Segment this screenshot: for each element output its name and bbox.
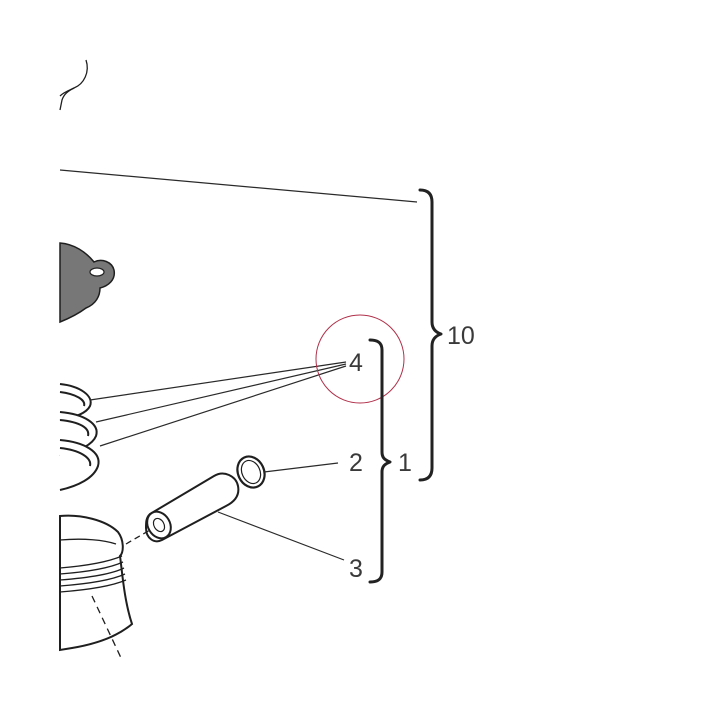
piston [59, 514, 134, 652]
piston-rings [59, 383, 100, 491]
highlight-circle [315, 314, 405, 404]
leader-circlip [263, 462, 339, 473]
leader-piston-pin [217, 511, 345, 561]
leader-cylinder-kit [59, 169, 418, 203]
cylinder-base-gasket [59, 242, 116, 324]
callout-ring-set: 4 [349, 349, 363, 377]
pin-axis-line [125, 529, 151, 545]
cylinder-outline-fragment [59, 59, 88, 111]
piston-pin-circlip [236, 455, 266, 489]
brace-piston-kit [368, 338, 392, 584]
leaders-ring-set [89, 361, 347, 447]
callout-cylinder-kit: 10 [447, 322, 475, 350]
callout-piston-kit: 1 [398, 449, 412, 477]
callout-circlip: 2 [349, 449, 363, 477]
callout-piston-pin: 3 [349, 555, 363, 583]
piston-pin [144, 472, 240, 543]
brace-cylinder-kit [418, 188, 443, 482]
